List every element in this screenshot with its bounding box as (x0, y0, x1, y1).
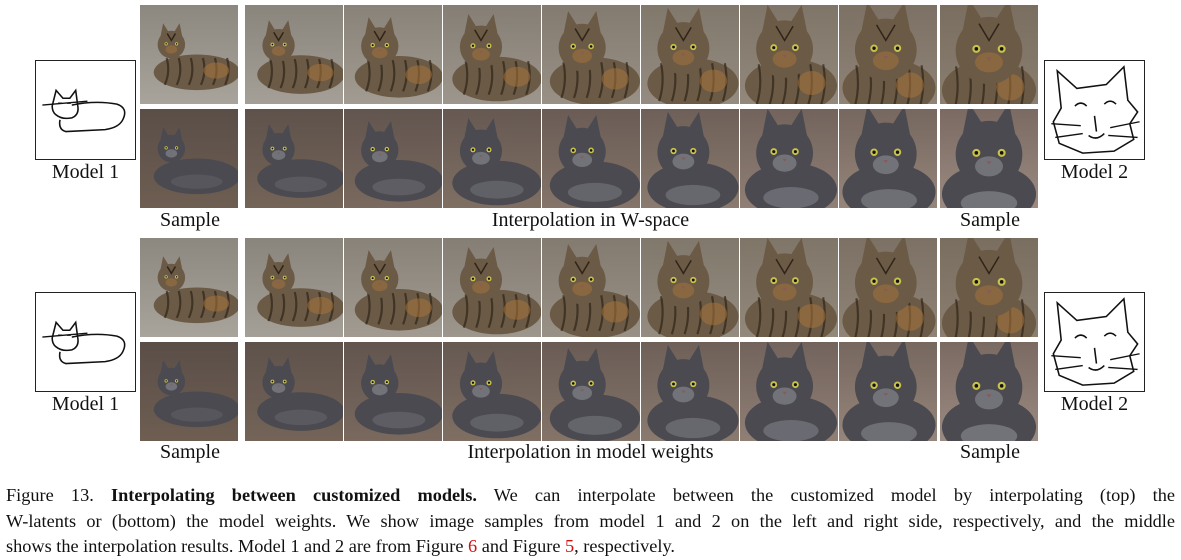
interpolation-image (839, 5, 937, 104)
interpolation-image (245, 5, 343, 104)
cat-face-sketch-icon (1051, 65, 1140, 154)
caption-line-3-c: , respectively. (574, 536, 675, 556)
sample-image-left (140, 238, 238, 337)
caption-title: Interpolating between customized models. (110, 485, 477, 505)
figure-ref-5[interactable]: 5 (565, 536, 575, 556)
interpolation-image (443, 5, 541, 104)
interpolation-image (641, 5, 739, 104)
caption-line-3: shows the interpolation results. Model 1… (6, 534, 1175, 560)
model-2-label-top: Model 2 (1060, 161, 1129, 183)
lying-cat-sketch-icon (42, 88, 126, 133)
caption-line-1: Figure 13. Interpolating between customi… (6, 483, 1175, 509)
interpolation-image (245, 238, 343, 337)
interpolation-image (839, 238, 937, 337)
interpolation-image (740, 109, 838, 208)
interpolation-image (740, 5, 838, 104)
interpolation-image (542, 109, 640, 208)
interpolation-image (344, 5, 442, 104)
interpolation-image (740, 342, 838, 441)
interpolation-image (641, 109, 739, 208)
interpolation-image (740, 238, 838, 337)
model-1-label-bottom: Model 1 (51, 393, 120, 415)
interpolation-image (542, 238, 640, 337)
interpolation-image (443, 342, 541, 441)
sample-label-top-right: Sample (960, 209, 1020, 231)
sketch-model-1-bottom (35, 292, 136, 392)
interpolation-image (344, 109, 442, 208)
sample-image-right (940, 238, 1038, 337)
sample-image-left (140, 109, 238, 208)
figure-ref-6[interactable]: 6 (468, 536, 478, 556)
bottom-panel-grid (140, 238, 1040, 441)
figure-caption: Figure 13. Interpolating between customi… (6, 483, 1175, 560)
model-1-label-top: Model 1 (51, 161, 120, 183)
sample-label-bottom-right: Sample (960, 441, 1020, 463)
cat-face-sketch-icon (1051, 297, 1140, 386)
sample-label-bottom-left: Sample (160, 441, 220, 463)
sample-image-right (940, 5, 1038, 104)
interpolation-image (344, 238, 442, 337)
interpolation-label-bottom: Interpolation in model weights (467, 441, 714, 463)
interpolation-label-top: Interpolation in W-space (491, 209, 690, 231)
interpolation-image (245, 342, 343, 441)
caption-line-1-rest: We can interpolate between the customize… (493, 485, 1175, 505)
sample-image-right (940, 109, 1038, 208)
interpolation-image (839, 109, 937, 208)
interpolation-image (245, 109, 343, 208)
sample-image-left (140, 342, 238, 441)
interpolation-image (344, 342, 442, 441)
sketch-model-2-bottom (1044, 292, 1145, 392)
sample-image-left (140, 5, 238, 104)
caption-line-2: W-latents or (bottom) the model weights.… (6, 510, 1175, 531)
sample-image-right (940, 342, 1038, 441)
interpolation-image (542, 5, 640, 104)
caption-line-3-a: shows the interpolation results. Model 1… (6, 536, 469, 556)
model-2-label-bottom: Model 2 (1060, 393, 1129, 415)
interpolation-image (542, 342, 640, 441)
sketch-model-2-top (1044, 60, 1145, 160)
interpolation-image (839, 342, 937, 441)
caption-line-3-b: and Figure (477, 536, 566, 556)
caption-figure-number: Figure 13. (6, 485, 94, 505)
lying-cat-sketch-icon (42, 320, 126, 365)
sketch-model-1-top (35, 60, 136, 160)
interpolation-image (443, 238, 541, 337)
interpolation-image (641, 238, 739, 337)
interpolation-image (641, 342, 739, 441)
top-panel-grid (140, 5, 1040, 208)
sample-label-top-left: Sample (160, 209, 220, 231)
interpolation-image (443, 109, 541, 208)
